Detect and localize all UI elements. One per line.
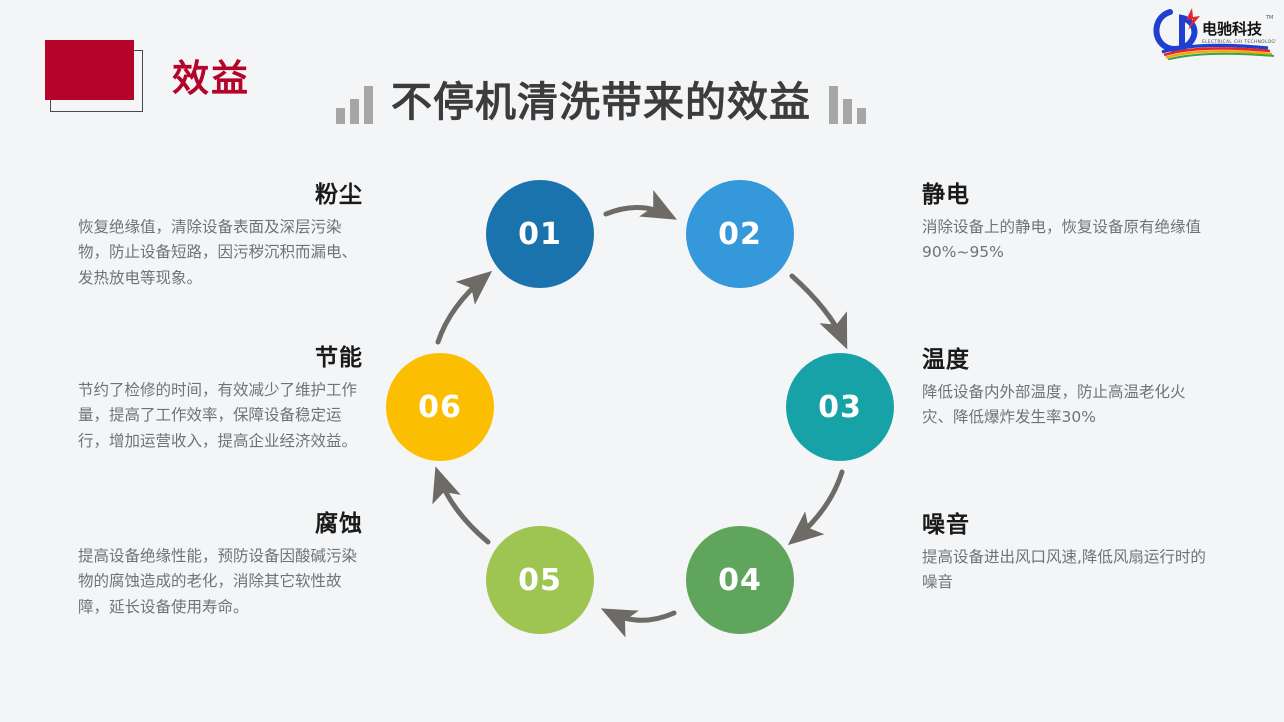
- company-logo: 电驰科技 ELECTRICAL CHI TECHNOLOGY TM: [1148, 2, 1278, 61]
- benefit-heading-noise: 噪音: [922, 512, 970, 538]
- title-row: 不停机清洗带来的效益: [336, 68, 866, 124]
- cycle-node-06-label: 06: [418, 389, 462, 425]
- benefit-heading-temperature: 温度: [922, 347, 970, 373]
- ascending-bars-icon: [336, 86, 373, 124]
- badge-fill-shape: [45, 40, 134, 100]
- arrow-04-to-05: [600, 608, 677, 638]
- svg-text:ELECTRICAL CHI TECHNOLOGY: ELECTRICAL CHI TECHNOLOGY: [1202, 39, 1276, 45]
- cycle-node-03-label: 03: [818, 389, 862, 425]
- benefit-block-corrosion: 腐蚀 提高设备绝缘性能，预防设备因酸碱污染物的腐蚀造成的老化，消除其它软性故障，…: [78, 511, 363, 620]
- benefit-body-dust: 恢复绝缘值，清除设备表面及深层污染物，防止设备短路，因污秽沉积而漏电、发热放电等…: [78, 218, 358, 287]
- benefit-block-energy: 节能 节约了检修的时间，有效减少了维护工作量，提高了工作效率，保障设备稳定运行，…: [78, 345, 363, 454]
- cycle-node-02-label: 02: [718, 216, 762, 252]
- arrow-05-to-06: [432, 466, 491, 545]
- benefit-block-static: 静电 消除设备上的静电，恢复设备原有绝缘值90%~95%: [922, 182, 1207, 266]
- cycle-node-03[interactable]: 03: [786, 353, 894, 461]
- benefit-heading-corrosion: 腐蚀: [315, 511, 363, 537]
- section-label: 效益: [172, 57, 250, 100]
- benefit-heading-static: 静电: [922, 182, 970, 208]
- svg-text:电驰科技: 电驰科技: [1202, 20, 1263, 38]
- benefit-body-energy: 节约了检修的时间，有效减少了维护工作量，提高了工作效率，保障设备稳定运行，增加运…: [78, 381, 358, 450]
- cycle-diagram: 01 02 03 04 05 06: [330, 150, 950, 690]
- cycle-node-05[interactable]: 05: [486, 526, 594, 634]
- cycle-node-04-label: 04: [718, 562, 762, 598]
- benefit-block-temperature: 温度 降低设备内外部温度，防止高温老化火灾、降低爆炸发生率30%: [922, 347, 1207, 431]
- logo-mark-icon: 电驰科技 ELECTRICAL CHI TECHNOLOGY TM: [1153, 8, 1278, 61]
- benefit-body-static: 消除设备上的静电，恢复设备原有绝缘值90%~95%: [922, 218, 1202, 262]
- cycle-node-05-label: 05: [518, 562, 562, 598]
- benefit-body-corrosion: 提高设备绝缘性能，预防设备因酸碱污染物的腐蚀造成的老化，消除其它软性故障，延长设…: [78, 547, 358, 616]
- benefit-body-noise: 提高设备进出风口风速,降低风扇运行时的噪音: [922, 548, 1206, 592]
- benefit-block-dust: 粉尘 恢复绝缘值，清除设备表面及深层污染物，防止设备短路，因污秽沉积而漏电、发热…: [78, 182, 363, 291]
- arrow-06-to-01: [435, 270, 493, 345]
- cycle-node-02[interactable]: 02: [686, 180, 794, 288]
- svg-text:TM: TM: [1265, 15, 1273, 21]
- arrow-02-to-03: [789, 273, 848, 350]
- cycle-arrows: [432, 190, 848, 638]
- benefit-body-temperature: 降低设备内外部温度，防止高温老化火灾、降低爆炸发生率30%: [922, 383, 1186, 427]
- cycle-node-01[interactable]: 01: [486, 180, 594, 288]
- benefit-heading-energy: 节能: [315, 345, 363, 371]
- section-badge: [45, 38, 165, 120]
- cycle-node-04[interactable]: 04: [686, 526, 794, 634]
- cycle-node-01-label: 01: [518, 216, 562, 252]
- page-title: 不停机清洗带来的效益: [391, 78, 811, 126]
- arrow-03-to-04: [787, 469, 845, 546]
- benefit-block-noise: 噪音 提高设备进出风口风速,降低风扇运行时的噪音: [922, 512, 1207, 596]
- benefit-heading-dust: 粉尘: [315, 182, 363, 208]
- cycle-node-06[interactable]: 06: [386, 353, 494, 461]
- arrow-01-to-02: [603, 190, 678, 220]
- descending-bars-icon: [829, 86, 866, 124]
